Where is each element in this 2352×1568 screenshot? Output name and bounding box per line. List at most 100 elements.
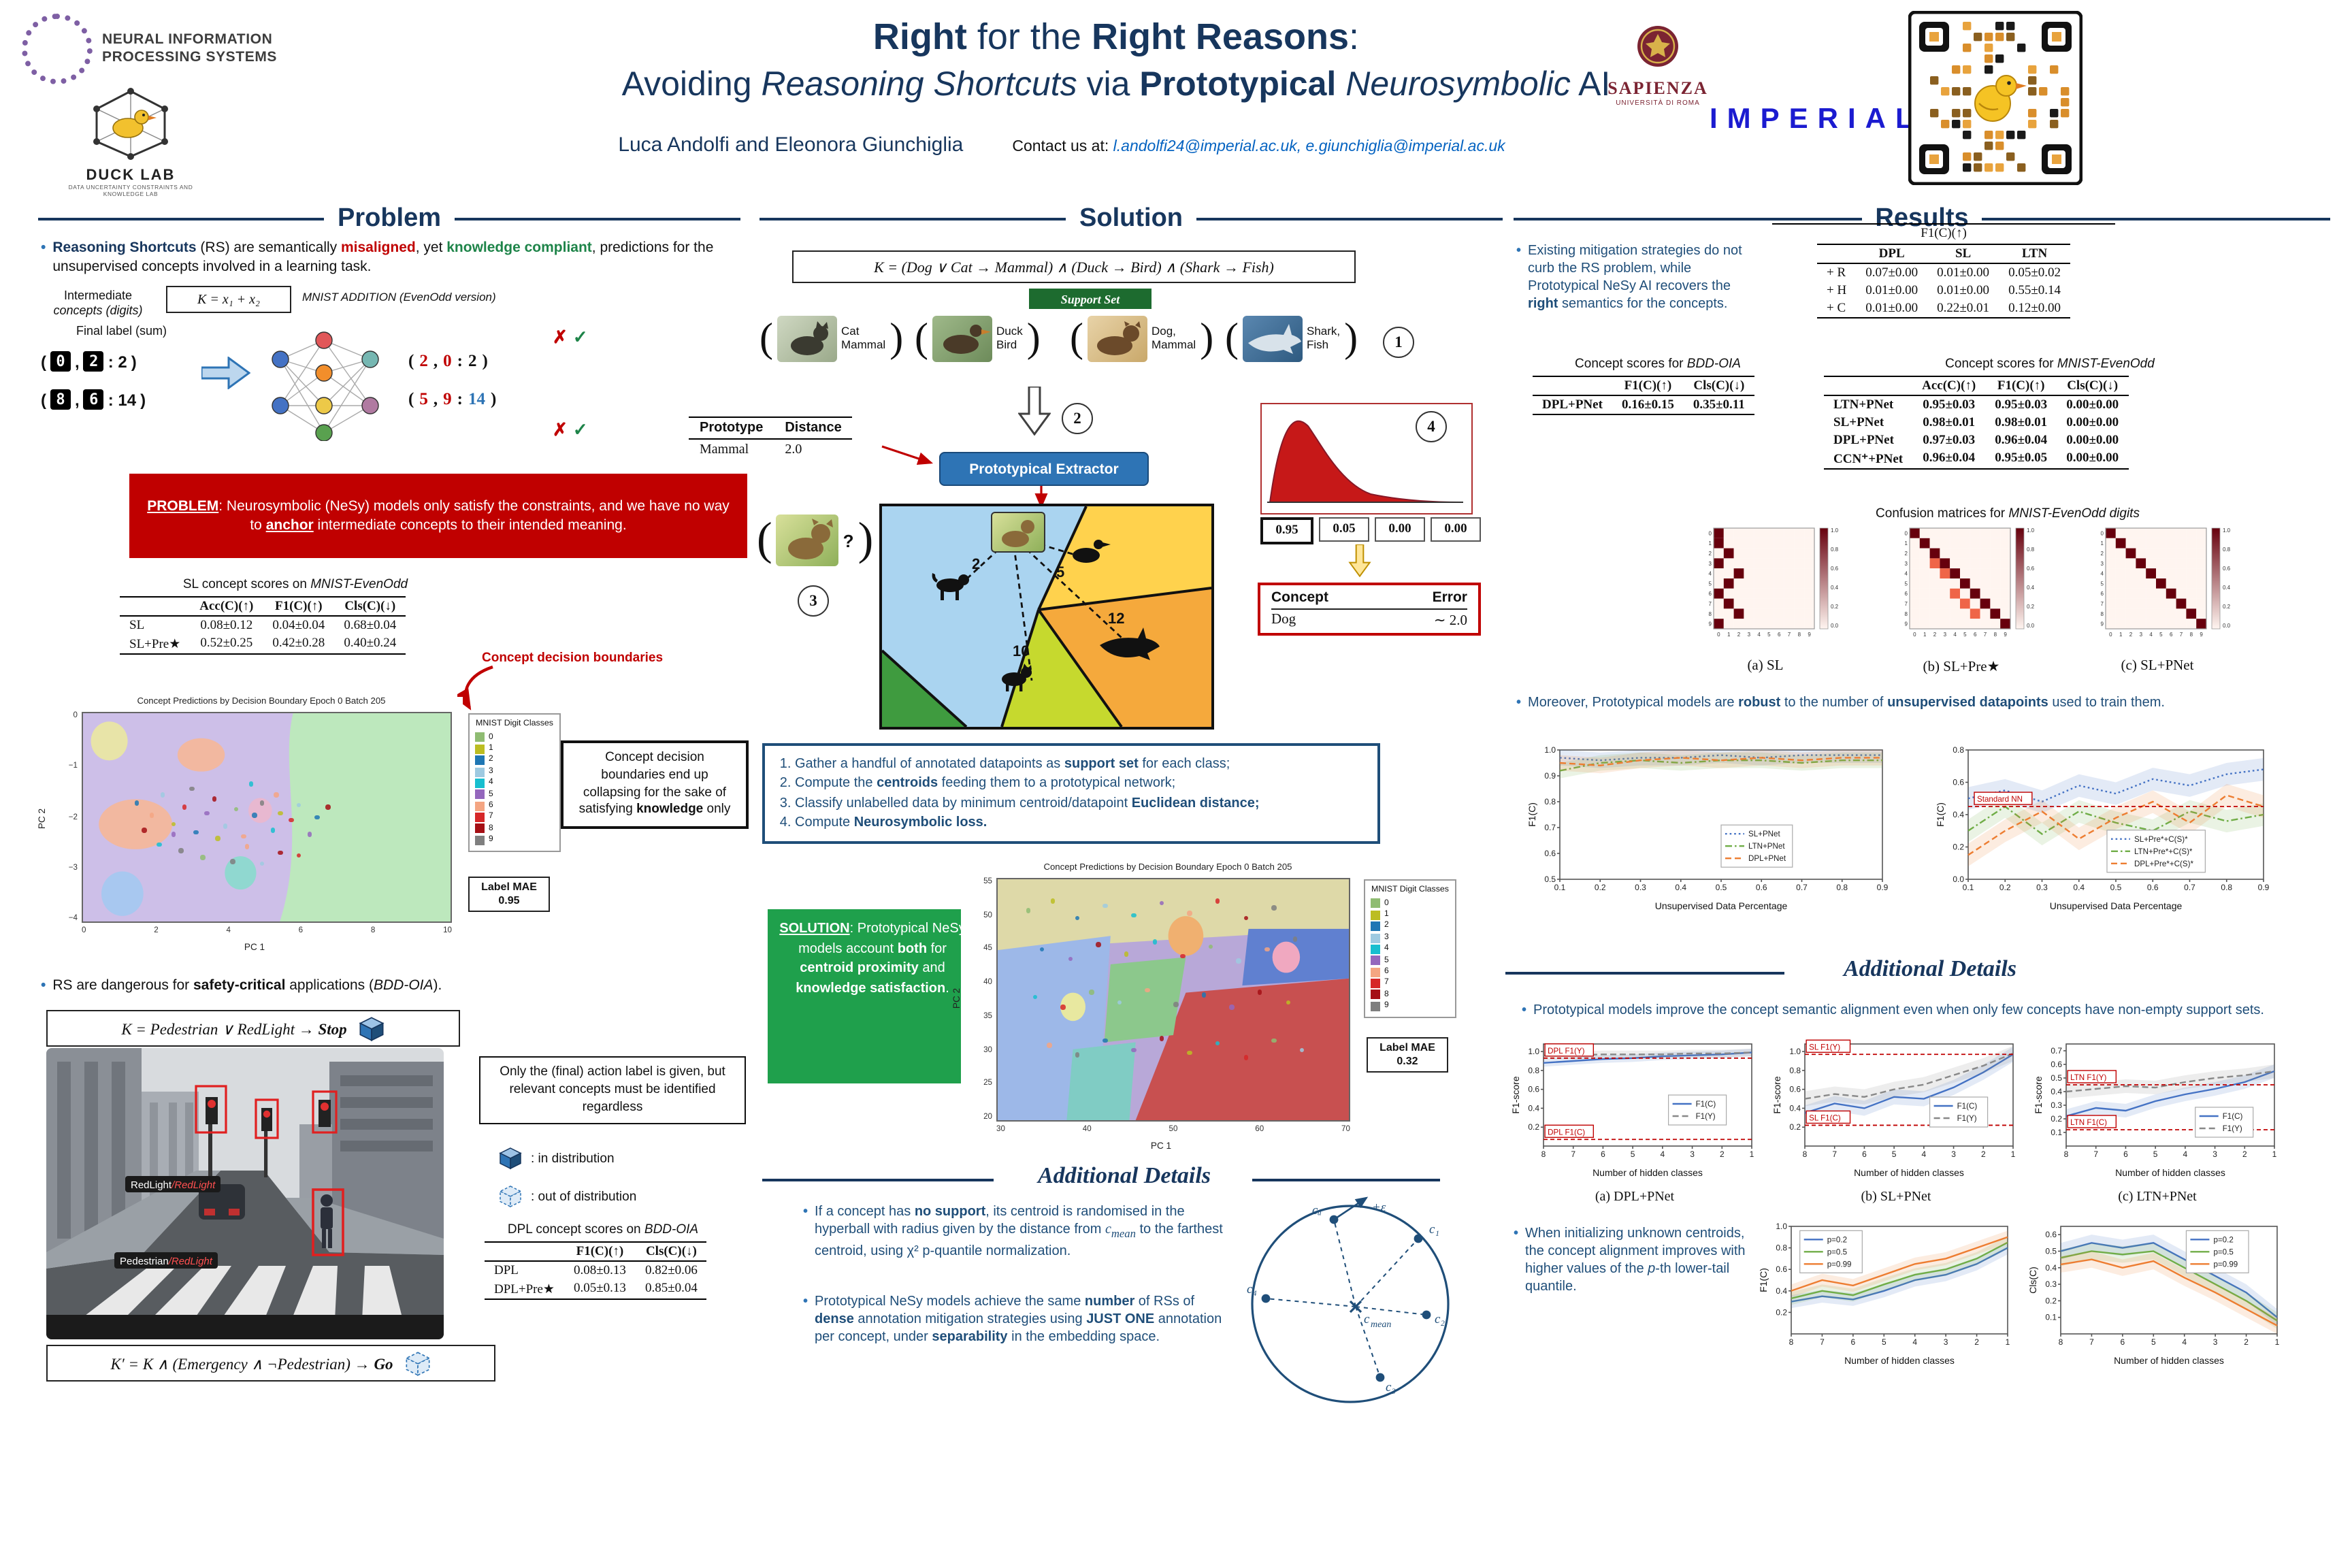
svg-text:0.9: 0.9 xyxy=(1544,771,1556,781)
neurips-text-2: PROCESSING SYSTEMS xyxy=(102,49,278,65)
svg-text:2: 2 xyxy=(2242,1149,2247,1159)
svg-text:3: 3 xyxy=(2101,561,2104,567)
svg-text:9: 9 xyxy=(1808,632,1811,638)
svg-text:6: 6 xyxy=(1862,1149,1867,1159)
svg-text:0.5: 0.5 xyxy=(1544,875,1556,884)
svg-text:F1(C): F1(C) xyxy=(1526,802,1537,827)
svg-text:Number of hidden classes: Number of hidden classes xyxy=(1592,1167,1703,1178)
svg-text:p=0.5: p=0.5 xyxy=(2213,1247,2233,1256)
t2-ai: AI xyxy=(1570,65,1611,103)
results-heading-text: Results xyxy=(1875,204,1969,233)
svg-text:0.2: 0.2 xyxy=(1831,604,1839,610)
cube-dashed-icon xyxy=(499,1186,522,1208)
problem-intro-bullet: • Reasoning Shortcuts (RS) are semantica… xyxy=(41,240,714,275)
svg-text:7: 7 xyxy=(2180,632,2183,638)
svg-text:0.8: 0.8 xyxy=(2221,883,2232,892)
concept-score-row: 0.95 0.05 0.00 0.00 xyxy=(1260,517,1481,544)
t2-reasoning-shortcuts: Reasoning Shortcuts xyxy=(761,65,1077,103)
svg-text:6: 6 xyxy=(2170,632,2173,638)
svg-text:F1-score: F1-score xyxy=(2033,1076,2044,1113)
svg-text:0.2: 0.2 xyxy=(1528,1122,1539,1132)
digit-tile: 0 xyxy=(50,351,71,372)
svg-text:8: 8 xyxy=(2101,611,2104,617)
svg-text:F1(Y): F1(Y) xyxy=(1696,1112,1716,1121)
prototypical-extractor-box: Prototypical Extractor xyxy=(939,452,1149,486)
dashcam-photo: RedLight/RedLight Pedestrian/RedLight xyxy=(46,1048,444,1339)
contact-emails-link[interactable]: l.andolfi24@imperial.ac.uk, e.giunchigli… xyxy=(1113,139,1505,155)
qr-code[interactable] xyxy=(1908,11,2082,185)
sapienza-emblem-icon xyxy=(1637,26,1678,67)
svg-text:8: 8 xyxy=(2059,1337,2063,1347)
svg-text:6: 6 xyxy=(1778,632,1781,638)
shark-photo xyxy=(1243,316,1303,362)
svg-text:1.0: 1.0 xyxy=(2223,527,2231,534)
centroid-cu-label: cᵤ xyxy=(1312,1203,1322,1218)
svg-text:0.1: 0.1 xyxy=(1963,883,1974,892)
solution-additional-heading: Additional Details xyxy=(1037,1162,1211,1188)
yellow-down-arrow-icon xyxy=(1348,544,1371,577)
svg-text:8: 8 xyxy=(1541,1149,1546,1159)
solution-heading: Solution xyxy=(760,204,1503,234)
svg-text:7: 7 xyxy=(2101,601,2104,607)
svg-text:0.2: 0.2 xyxy=(1953,843,1964,852)
svg-text:0.8: 0.8 xyxy=(1836,883,1848,892)
title-colon: : xyxy=(1349,16,1360,57)
method-steps-box: Gather a handful of annotated datapoints… xyxy=(762,743,1380,843)
score-3: 0.00 xyxy=(1375,517,1425,542)
svg-text:0: 0 xyxy=(1717,632,1720,638)
step-3: Classify unlabelled data by minimum cent… xyxy=(795,794,1364,812)
digit-tile: 8 xyxy=(50,389,71,410)
svg-text:Unsupervised Data Percentage: Unsupervised Data Percentage xyxy=(2050,900,2183,911)
qr-duck-icon xyxy=(1974,75,2027,122)
intro-knowledge-compliant: knowledge compliant xyxy=(446,240,592,256)
svg-text:0.0: 0.0 xyxy=(1831,623,1839,629)
centroid-cmean-label: c xyxy=(1364,1312,1370,1326)
final-label-text: Final label (sum) xyxy=(76,324,167,338)
svg-text:7: 7 xyxy=(2093,1149,2098,1159)
hidden-chart-caption-c: (c) LTN+PNet xyxy=(2118,1190,2197,1205)
ducklab-hexagon-icon xyxy=(93,88,168,160)
svg-text:0.6: 0.6 xyxy=(1776,1264,1787,1274)
plot2-canvas xyxy=(996,878,1350,1122)
svg-text:0.8: 0.8 xyxy=(1528,1066,1539,1075)
digit-tile: 2 xyxy=(83,351,104,372)
plot1-title: Concept Predictions by Decision Boundary… xyxy=(137,697,386,706)
sapienza-logo: SAPIENZA UNIVERSITÀ DI ROMA xyxy=(1595,22,1720,108)
svg-text:9: 9 xyxy=(1905,621,1908,627)
svg-text:2: 2 xyxy=(1709,551,1712,557)
svg-text:1.0: 1.0 xyxy=(1528,1047,1539,1056)
svg-text:1: 1 xyxy=(2275,1337,2280,1347)
anchor-word: anchor xyxy=(265,517,314,534)
svg-text:0.6: 0.6 xyxy=(1789,1085,1801,1094)
distance-10: 10 xyxy=(1013,642,1029,659)
svg-text:1.0: 1.0 xyxy=(1789,1047,1801,1056)
svg-text:LTN F1(C): LTN F1(C) xyxy=(2070,1118,2107,1127)
bdd-scores-caption: Concept scores for BDD-OIA xyxy=(1575,357,1741,372)
step-badge-4: 4 xyxy=(1416,411,1447,442)
mnist-output-1: (2,0:2) xyxy=(408,351,488,370)
svg-text:SL+Pre*+C(S)*: SL+Pre*+C(S)* xyxy=(2134,835,2188,844)
svg-text:0.6: 0.6 xyxy=(2027,566,2035,572)
step-badge-3: 3 xyxy=(798,585,829,617)
mnist-caption: MNIST ADDITION (EvenOdd version) xyxy=(302,290,496,304)
svg-text:8: 8 xyxy=(1798,632,1801,638)
redlight-annotation: RedLight/RedLight xyxy=(125,1176,221,1192)
svg-text:3: 3 xyxy=(1748,632,1751,638)
plot1-xlabel: PC 1 xyxy=(244,943,265,953)
centroid-c3-label: c₃ xyxy=(1386,1380,1396,1394)
svg-text:0.4: 0.4 xyxy=(1953,810,1964,819)
svg-text:F1(C): F1(C) xyxy=(1935,802,1946,827)
t2-sp xyxy=(1336,65,1345,103)
